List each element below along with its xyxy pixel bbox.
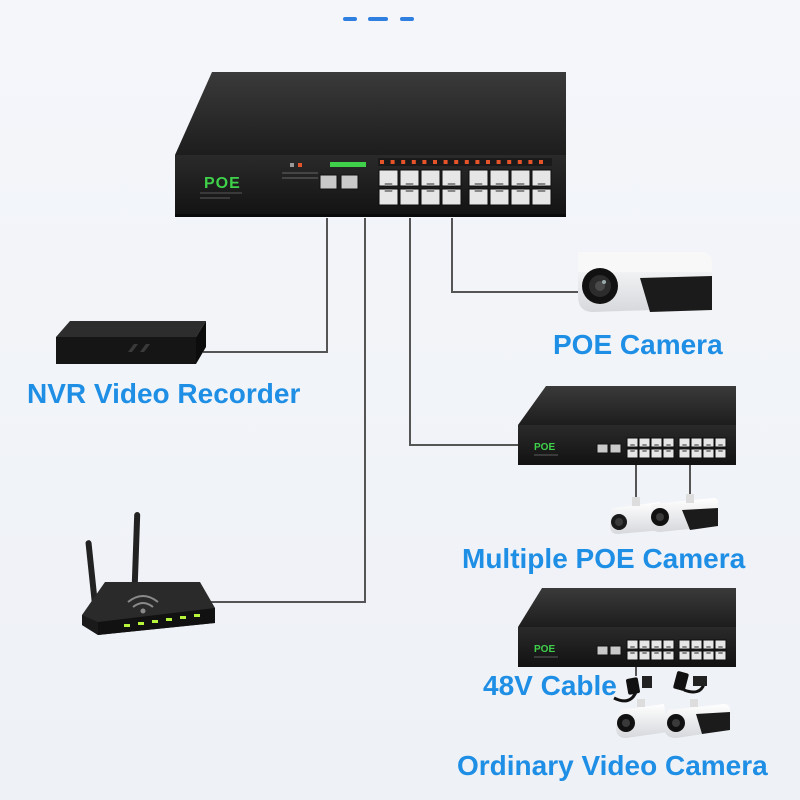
port-led	[443, 160, 448, 164]
wifi-router-icon	[82, 512, 215, 635]
main-poe-switch: POE	[175, 72, 566, 217]
label-nvr-video-recorder: NVR Video Recorder	[27, 378, 301, 409]
nvr-recorder-icon	[56, 321, 206, 364]
port-led	[401, 160, 406, 164]
cable-router	[210, 218, 366, 603]
port-led	[517, 160, 522, 164]
bullet-camera-icon	[616, 699, 668, 738]
port-led	[390, 160, 395, 164]
switch-ordinary-camera: POE	[518, 588, 736, 667]
indicator-dash	[343, 17, 357, 21]
port-leds	[380, 160, 543, 164]
port-led	[496, 160, 501, 164]
port-led	[464, 160, 469, 164]
switch2-port-grid	[626, 639, 727, 661]
label-poe-camera: POE Camera	[553, 329, 723, 360]
uplink-ports	[319, 174, 359, 190]
bullet-camera-icon	[664, 699, 730, 738]
port-led	[380, 160, 384, 164]
port-led	[475, 160, 480, 164]
port-led	[539, 160, 543, 164]
bullet-camera-icon	[578, 252, 712, 312]
port-led	[486, 160, 490, 164]
indicator-dash	[368, 17, 388, 21]
bullet-camera-icon	[650, 494, 718, 532]
cable-nvr	[203, 218, 328, 353]
cable-poe-camera	[451, 218, 582, 293]
port-led	[422, 160, 427, 164]
label-multiple-poe-camera: Multiple POE Camera	[462, 543, 746, 574]
main-switch-brand: POE	[204, 175, 241, 192]
label-48v-cable: 48V Cable	[483, 670, 617, 701]
indicator-dash	[400, 17, 414, 21]
port-led	[454, 160, 459, 164]
switch2-brand: POE	[534, 644, 555, 655]
switch1-brand: POE	[534, 442, 555, 453]
port-led	[528, 160, 533, 164]
port-led	[507, 160, 512, 164]
bullet-camera-icon	[610, 497, 664, 534]
switch1-port-grid	[626, 437, 727, 459]
label-ordinary-video-camera: Ordinary Video Camera	[457, 750, 768, 781]
cable-multi-switch	[409, 218, 518, 446]
switch-multiple-poe: POE	[518, 386, 736, 465]
top-indicator	[343, 17, 414, 21]
wifi-symbol-icon	[127, 595, 159, 614]
power-adapter-icon	[613, 671, 707, 703]
port-led	[433, 160, 437, 164]
poe-port-grid	[378, 169, 552, 206]
port-led	[411, 160, 416, 164]
